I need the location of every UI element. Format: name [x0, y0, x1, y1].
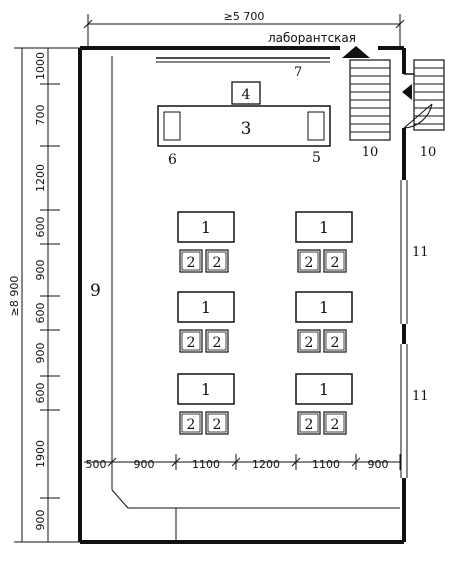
student-workstations: 1 2 2 1 2 2 1 2 2 1 2 2 1 2 2 1 2 2 — [177, 211, 353, 435]
chair — [323, 411, 347, 435]
workstation: 1 2 2 — [177, 211, 235, 273]
student-table-label: 1 — [201, 380, 211, 399]
student-table — [177, 211, 235, 243]
bottom-dimension-chain: 500 900 1100 1200 1100 900 — [84, 454, 401, 471]
entrance-left-label: 10 — [362, 145, 379, 160]
dim-600-b: 600 — [34, 303, 47, 324]
chair — [297, 329, 321, 353]
chair — [323, 249, 347, 273]
chair-label: 2 — [305, 335, 314, 351]
workstation: 1 2 2 — [295, 211, 353, 273]
entrance-right-label: 10 — [420, 145, 437, 160]
bottom-dim-900-b: 900 — [368, 458, 389, 471]
fume-cupboard-label: 6 — [168, 152, 177, 168]
overall-width-dimension: ≥5 700 — [83, 10, 405, 48]
chair — [323, 329, 347, 353]
left-dimension-chain: 1000 700 1200 600 900 600 900 600 1900 9… — [34, 47, 84, 543]
chair — [205, 329, 229, 353]
student-table — [295, 211, 353, 243]
chair-label: 2 — [305, 417, 314, 433]
bottom-dim-900-a: 900 — [134, 458, 155, 471]
wall-units-label: 9 — [90, 281, 101, 301]
window-upper-label: 11 — [412, 245, 429, 260]
dim-600-a: 600 — [34, 217, 47, 238]
dim-1200: 1200 — [34, 164, 47, 192]
chair — [179, 249, 203, 273]
chair-label: 2 — [213, 335, 222, 351]
chair — [297, 411, 321, 435]
workstation: 1 2 2 — [177, 373, 235, 435]
student-table — [177, 373, 235, 405]
dim-1000: 1000 — [34, 52, 47, 80]
student-table-label: 1 — [201, 218, 211, 237]
chair — [179, 411, 203, 435]
chair-label: 2 — [187, 335, 196, 351]
chair-label: 2 — [331, 335, 340, 351]
chair-label: 2 — [305, 255, 314, 271]
bottom-dim-500: 500 — [86, 458, 107, 471]
lab-room-label: лаборантская — [268, 31, 356, 45]
sink — [307, 111, 325, 141]
dim-900-c: 900 — [34, 510, 47, 531]
chair-label: 2 — [331, 255, 340, 271]
demo-table-label: 3 — [241, 119, 252, 139]
student-table-label: 1 — [319, 298, 329, 317]
chair-label: 2 — [187, 417, 196, 433]
workstation: 1 2 2 — [295, 373, 353, 435]
chair-label: 2 — [331, 417, 340, 433]
chair — [205, 249, 229, 273]
student-table-label: 1 — [319, 218, 329, 237]
overall-length-dimension: ≥8 900 — [8, 47, 40, 543]
student-table — [177, 291, 235, 323]
chair — [205, 411, 229, 435]
window-lower-label: 11 — [412, 389, 429, 404]
dim-700: 700 — [34, 105, 47, 126]
up-arrow-icon — [342, 46, 370, 58]
overall-length-label: ≥8 900 — [8, 276, 21, 317]
overall-width-label: ≥5 700 — [224, 10, 265, 23]
dim-1900: 1900 — [34, 440, 47, 468]
dim-600-c: 600 — [34, 383, 47, 404]
student-table-label: 1 — [201, 298, 211, 317]
fume-cupboard — [163, 111, 181, 141]
chair — [179, 329, 203, 353]
dim-900-b: 900 — [34, 343, 47, 364]
left-arrow-icon — [402, 84, 412, 100]
student-table-label: 1 — [319, 380, 329, 399]
dim-900-a: 900 — [34, 260, 47, 281]
windows — [400, 180, 408, 478]
sink-label: 5 — [312, 150, 321, 166]
chair-label: 2 — [213, 255, 222, 271]
teacher-desk — [231, 81, 261, 105]
wall-units — [111, 56, 400, 540]
workstation: 1 2 2 — [177, 291, 235, 353]
room-walls — [78, 46, 406, 544]
demo-table — [157, 105, 331, 147]
student-table — [295, 373, 353, 405]
chair-label: 2 — [213, 417, 222, 433]
board — [156, 57, 330, 63]
bottom-dim-1100-b: 1100 — [312, 458, 340, 471]
stair-left — [349, 59, 391, 141]
bottom-dim-1200: 1200 — [252, 458, 280, 471]
stair-right — [403, 59, 445, 131]
workstation: 1 2 2 — [295, 291, 353, 353]
teacher-desk-label: 4 — [242, 87, 251, 103]
chair-label: 2 — [187, 255, 196, 271]
board-label: 7 — [294, 65, 302, 80]
student-table — [295, 291, 353, 323]
bottom-dim-1100-a: 1100 — [192, 458, 220, 471]
chair — [297, 249, 321, 273]
